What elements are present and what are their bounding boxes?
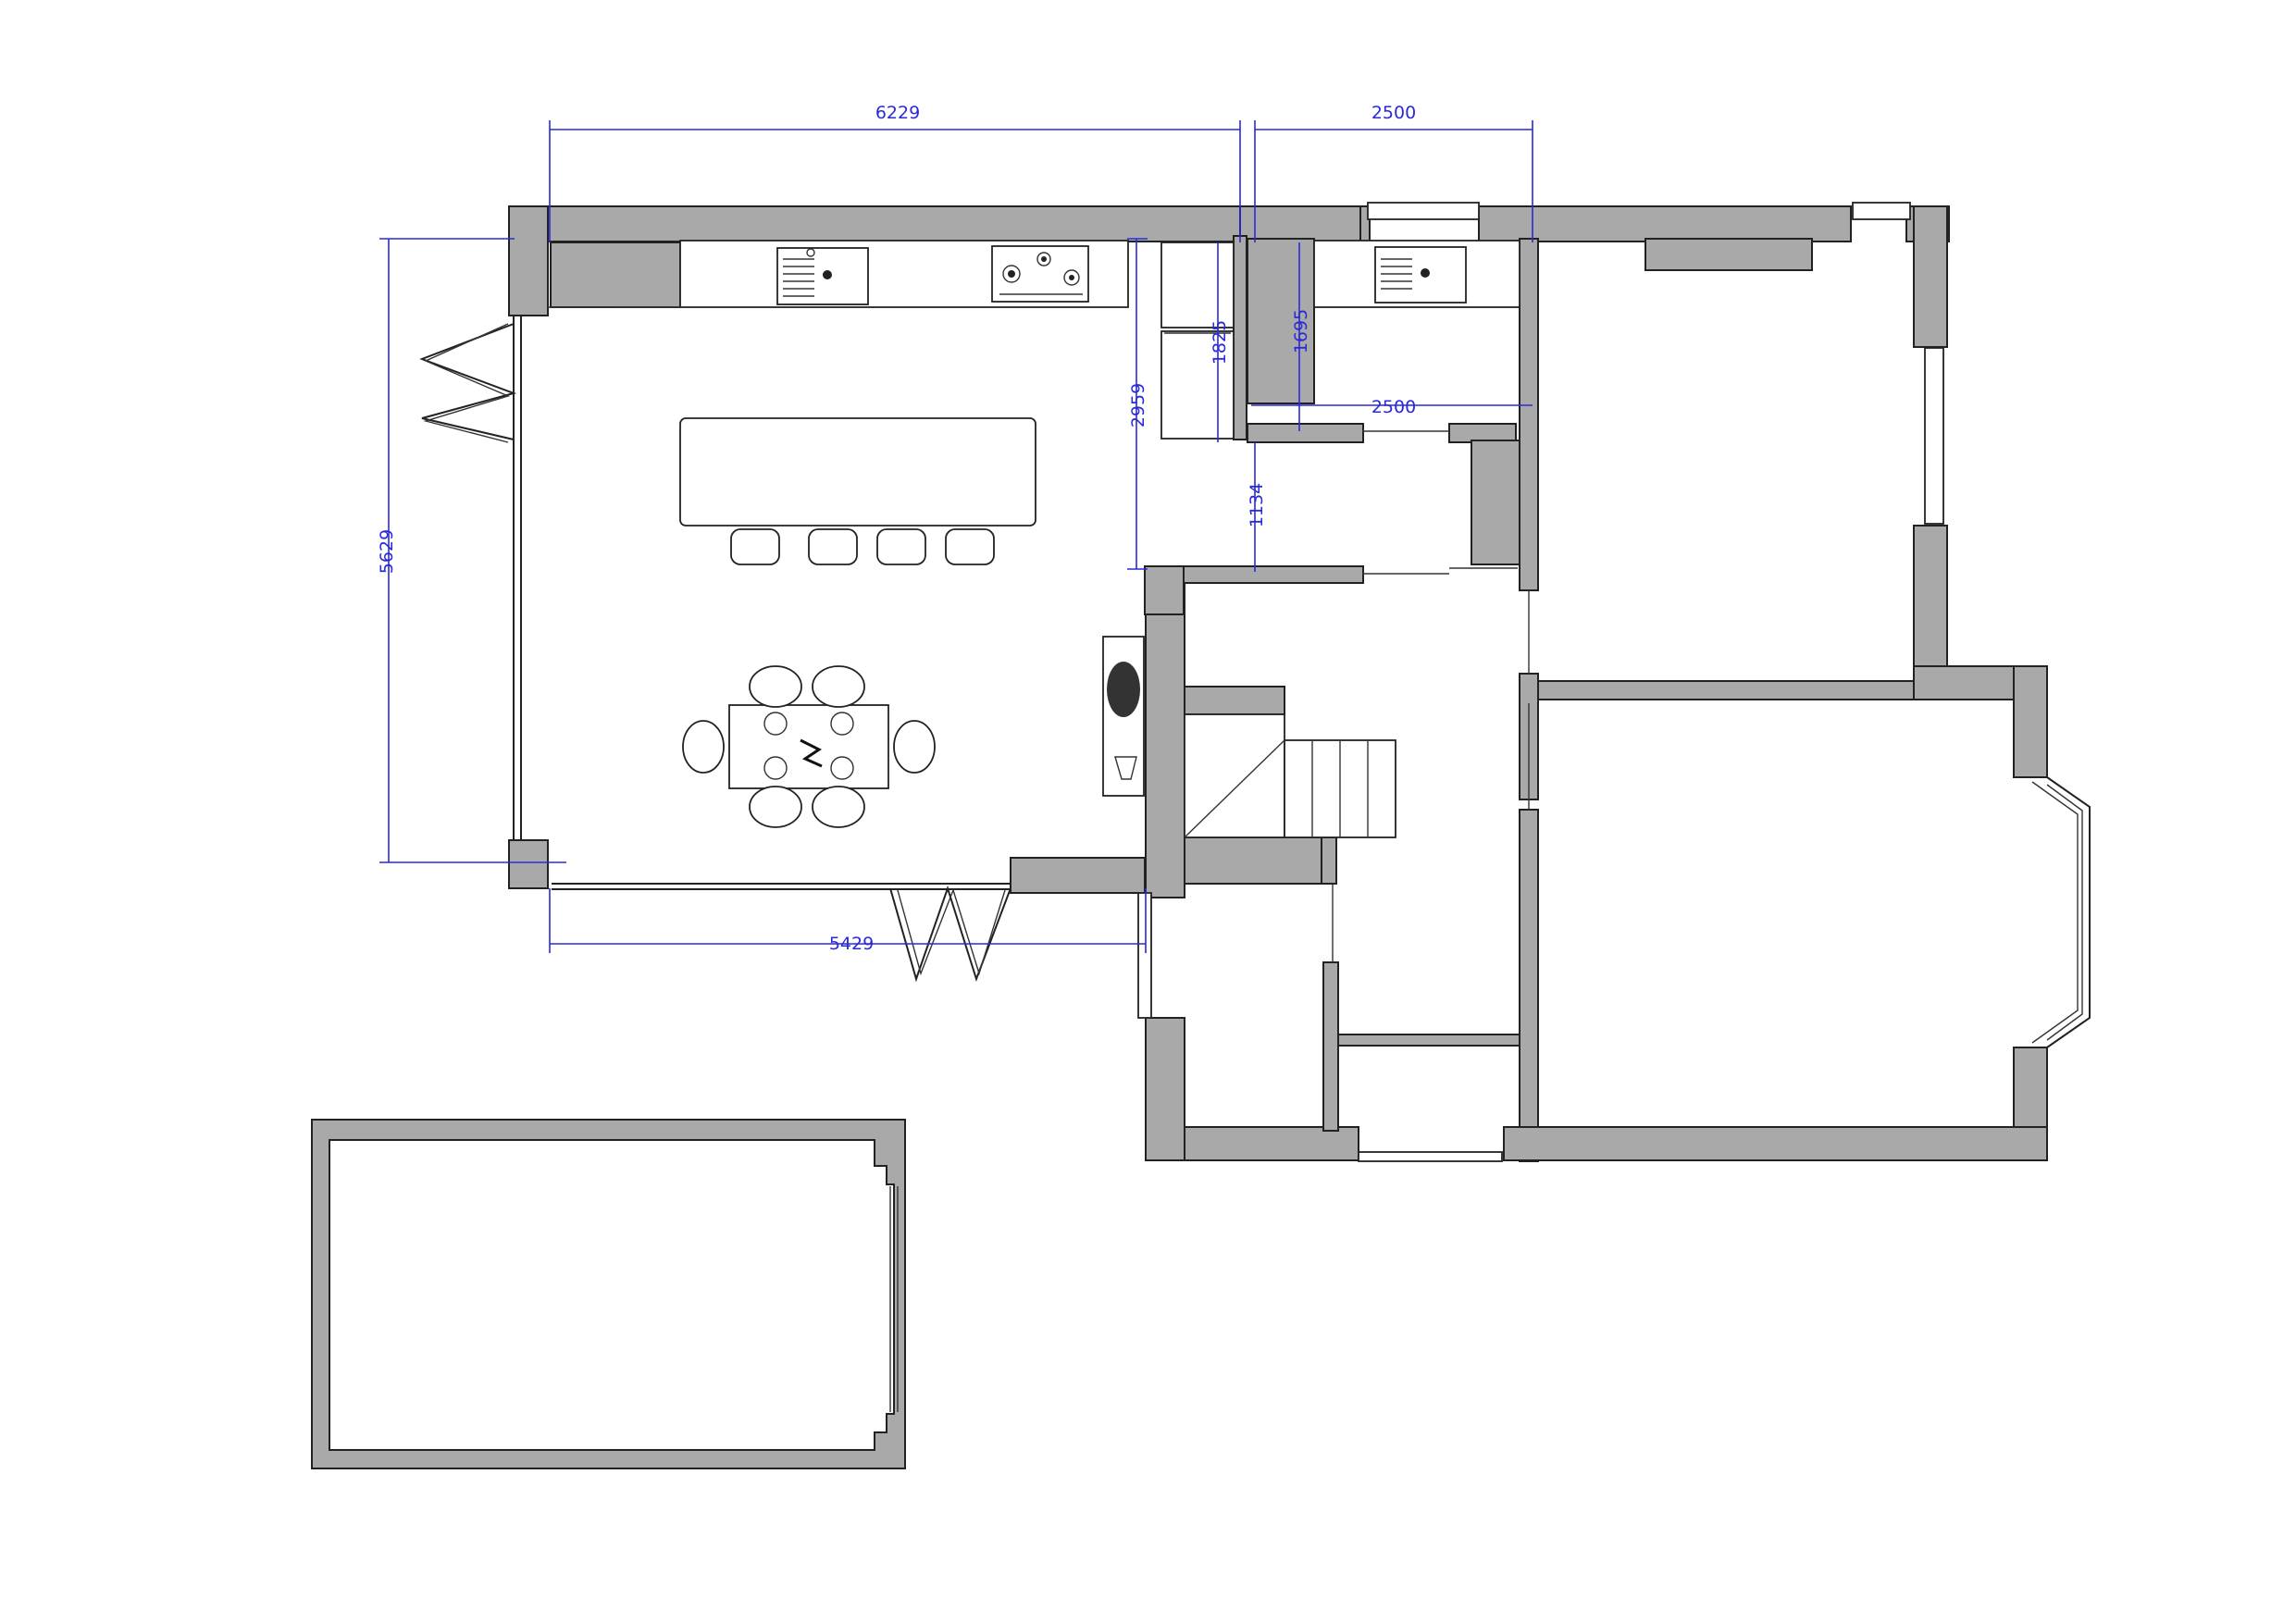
plant-icon	[1107, 662, 1140, 717]
wall-stair-top	[1184, 686, 1285, 715]
kitchen-tall-unit	[550, 242, 681, 308]
bottom-bifold-icon	[889, 885, 1011, 983]
window-right-side	[1924, 347, 1944, 525]
outbuilding	[311, 1119, 906, 1469]
bar-stool-icon	[808, 528, 858, 565]
window-ext-side	[1137, 892, 1152, 1019]
windows	[1137, 202, 1944, 1162]
utility-room	[1160, 240, 1520, 575]
dim-utility-width: 2500	[1371, 397, 1416, 417]
bar-stool-icon	[876, 528, 926, 565]
dimensions: 6229 2500 5629 5429 2959 1825 1695 2500	[377, 103, 1533, 954]
dim-pantry-height: 1825	[1210, 320, 1230, 365]
left-bifold-door	[419, 316, 522, 840]
wall-under-stair-post	[1321, 836, 1337, 885]
wall-wc-block	[1471, 440, 1520, 565]
pantry-unit	[1160, 242, 1235, 328]
kitchen-island	[679, 417, 1036, 527]
wall-top-utility	[1239, 205, 1361, 242]
wall-left-corner-bottom	[508, 839, 549, 889]
window-top-kitchen-right	[1367, 202, 1480, 220]
dim-left-height: 5629	[377, 529, 397, 574]
bar-stools	[730, 528, 995, 565]
wall-ext-corner	[1144, 565, 1185, 615]
wall-right-outer-mid	[1913, 525, 1948, 682]
wall-hall-right-top	[1519, 238, 1539, 591]
window-front-small	[1358, 1151, 1503, 1162]
hob-icon	[991, 245, 1089, 303]
outbuilding-walls	[311, 1119, 906, 1469]
pantry-unit-lower	[1160, 330, 1235, 440]
bar-stool-icon	[945, 528, 995, 565]
dining-table-icon	[682, 665, 936, 828]
bay-window-icon	[2031, 776, 2091, 1048]
dim-utility-inner-height: 1695	[1291, 309, 1311, 353]
kitchen-sink-icon	[776, 247, 869, 305]
wall-hall-right-low	[1519, 809, 1539, 1162]
utility-tall-cabinet	[1247, 238, 1315, 404]
hall-doors	[1332, 590, 1530, 962]
staircase-icon	[1184, 713, 1396, 838]
bifold-door-icon	[419, 323, 517, 440]
wall-right-outer-top	[1913, 205, 1948, 348]
wall-hall-left-bottom	[1145, 1017, 1185, 1161]
dim-hall-gap: 1134	[1247, 483, 1267, 527]
wall-utility-bottom	[1247, 423, 1364, 443]
wall-cupboard-partition	[1322, 961, 1339, 1132]
wall-bottom-lounge	[1503, 1126, 2048, 1161]
bar-stool-icon	[730, 528, 780, 565]
dim-top-right-width: 2500	[1371, 103, 1416, 123]
bottom-bifold-door	[552, 883, 1011, 983]
wall-hall-left-top	[1145, 565, 1185, 898]
wall-utility-partition	[1233, 235, 1247, 440]
wall-under-stair	[1184, 836, 1335, 885]
dim-bottom-width: 5429	[829, 934, 874, 954]
sideboard	[1102, 636, 1145, 797]
wall-bay-pier-top	[2013, 665, 2048, 778]
dim-top-left-width: 6229	[875, 103, 920, 123]
wall-lounge-top	[1537, 680, 1948, 700]
dim-utility-height: 2959	[1128, 383, 1148, 427]
wall-chimney-breast	[1644, 238, 1813, 271]
window-top-far-right	[1852, 202, 1911, 220]
wall-cupboard-shelf	[1337, 1034, 1520, 1047]
utility-sink-icon	[1374, 246, 1467, 304]
wall-left-corner-top	[508, 205, 549, 316]
wall-bottom-right-extension	[1010, 857, 1146, 894]
walls	[508, 205, 2048, 1162]
kitchen	[548, 240, 1145, 828]
wall-top-right	[1478, 205, 1852, 242]
